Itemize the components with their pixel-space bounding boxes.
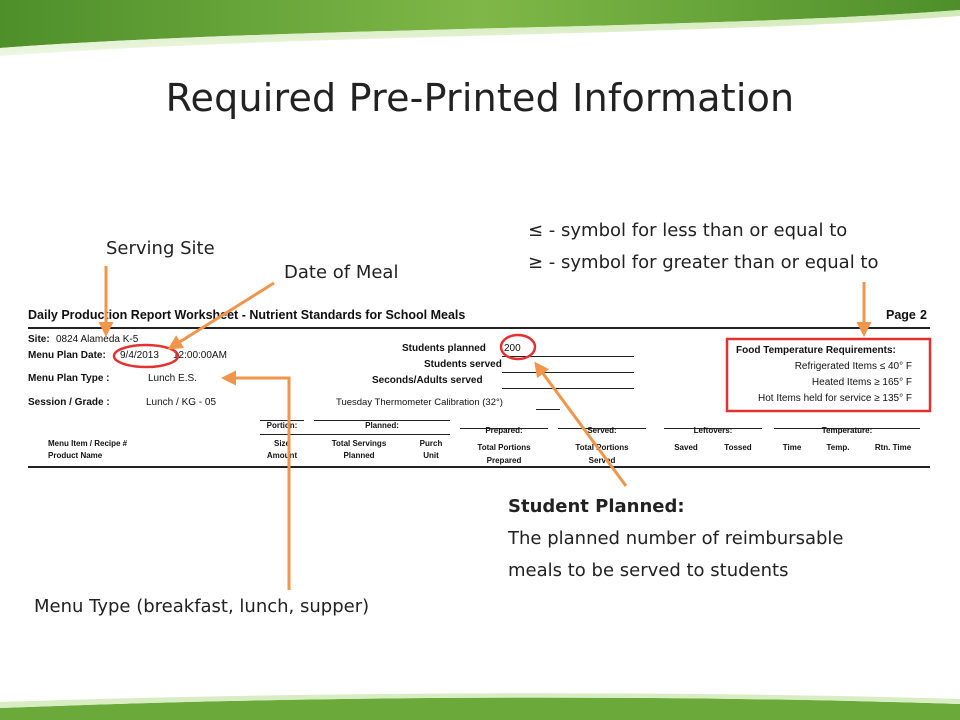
le-symbol-callout: ≤ - symbol for less than or equal to — [528, 220, 848, 241]
seconds-adults-line — [502, 388, 634, 389]
session-grade-label: Session / Grade : — [28, 397, 110, 408]
students-served-label: Students served — [424, 359, 502, 370]
serving-site-callout: Serving Site — [106, 238, 215, 259]
col-total-portions-prepared: Total Portions — [477, 443, 531, 452]
col-purch: Purch — [419, 439, 443, 448]
col-leftovers: Leftovers: — [693, 426, 733, 435]
menu-plan-date-label: Menu Plan Date: — [28, 350, 106, 361]
page-number: 2 — [920, 308, 927, 322]
footer-banner — [0, 693, 960, 720]
title-rule — [28, 327, 930, 329]
thermometer-line — [536, 409, 560, 410]
col-planned: Planned: — [365, 421, 399, 430]
col-served-sub: Served — [588, 456, 616, 465]
menu-plan-time: 12:00:00AM — [173, 350, 227, 361]
col-rtn-time: Rtn. Time — [874, 443, 912, 452]
col-tossed: Tossed — [724, 443, 752, 452]
col-amount: Amount — [266, 451, 298, 460]
students-planned-line — [502, 356, 634, 357]
header-banner — [0, 0, 960, 56]
col-time: Time — [782, 443, 802, 452]
col-unit: Unit — [423, 451, 439, 460]
seconds-adults-label: Seconds/Adults served — [372, 375, 483, 386]
menu-plan-type-value: Lunch E.S. — [148, 373, 197, 384]
ge-symbol-callout: ≥ - symbol for greater than or equal to — [528, 252, 879, 273]
student-planned-desc-line2: meals to be served to students — [508, 560, 789, 581]
students-planned-label: Students planned — [402, 343, 486, 354]
date-of-meal-callout: Date of Meal — [284, 262, 399, 283]
col-prepared-sub: Prepared — [486, 456, 522, 465]
col-temp: Temp. — [826, 443, 850, 452]
col-served: Served: — [587, 426, 617, 435]
col-total-portions-served: Total Portions — [575, 443, 629, 452]
col-product-name: Product Name — [48, 451, 103, 460]
col-planned-sub: Planned — [343, 451, 375, 460]
worksheet-title: Daily Production Report Worksheet - Nutr… — [28, 308, 466, 322]
menu-plan-type-label: Menu Plan Type : — [28, 373, 110, 384]
header-bottom-rule — [28, 466, 930, 468]
temp-refrigerated: Refrigerated Items ≤ 40° F — [794, 361, 912, 372]
temp-requirements-title: Food Temperature Requirements: — [736, 345, 896, 356]
thermometer-calibration: Tuesday Thermometer Calibration (32°) — [336, 397, 503, 408]
page-label: Page — [886, 308, 916, 322]
production-worksheet: Daily Production Report Worksheet - Nutr… — [28, 298, 932, 473]
col-portion: Portion: — [266, 421, 298, 430]
col-total-servings: Total Servings — [331, 439, 387, 448]
col-size: Size — [273, 439, 290, 448]
menu-type-callout: Menu Type (breakfast, lunch, supper) — [34, 596, 370, 617]
col-temperature: Temperature: — [821, 426, 873, 435]
col-saved: Saved — [674, 443, 698, 452]
students-served-line — [502, 372, 634, 373]
menu-plan-date-value: 9/4/2013 — [120, 350, 159, 361]
col-menu-item: Menu Item / Recipe # — [48, 439, 128, 448]
student-planned-desc-line1: The planned number of reimbursable — [508, 528, 844, 549]
temp-heated: Heated Items ≥ 165° F — [811, 377, 912, 388]
student-planned-heading: Student Planned: — [508, 496, 685, 517]
site-value: 0824 Alameda K-5 — [56, 334, 139, 345]
col-prepared: Prepared: — [485, 426, 523, 435]
slide-title: Required Pre-Printed Information — [165, 76, 795, 120]
students-planned-value: 200 — [504, 343, 521, 354]
site-label: Site: — [28, 334, 50, 345]
session-grade-value: Lunch / KG - 05 — [146, 397, 217, 408]
temp-hot-held: Hot Items held for service ≥ 135° F — [758, 393, 912, 404]
